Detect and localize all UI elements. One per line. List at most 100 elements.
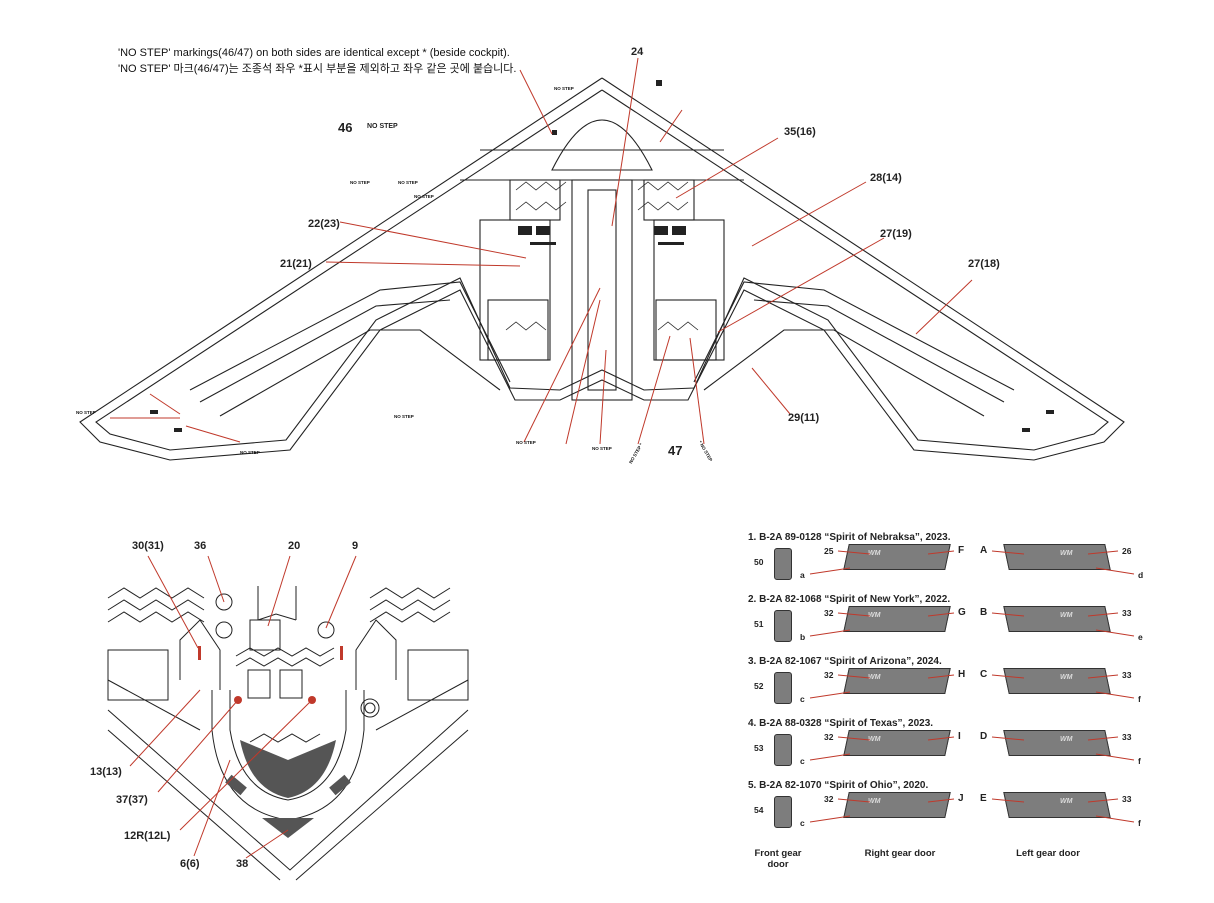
- no-step-mark: NO STEP: [350, 180, 370, 185]
- left-door-number: 33: [1122, 732, 1132, 742]
- no-step-mark: NO STEP: [414, 194, 434, 199]
- door-wm-mark: WM: [1060, 674, 1073, 681]
- right-gear-door: [843, 606, 951, 632]
- door-wm-mark: WM: [1060, 798, 1073, 805]
- callout-24: 24: [631, 46, 644, 58]
- front-gear-door: [774, 548, 792, 580]
- door-wm-mark: WM: [868, 612, 881, 619]
- no-step-label-46: NO STEP: [367, 123, 398, 130]
- right-gear-door: [843, 544, 951, 570]
- callout-38: 38: [236, 858, 249, 870]
- left-door-sub: f: [1138, 694, 1141, 704]
- right-door-number: 32: [824, 732, 834, 742]
- no-step-mark: NO STEP: [516, 440, 536, 445]
- caption-front-gear-door: Front gear door: [754, 848, 802, 870]
- front-gear-door: [774, 734, 792, 766]
- right-gear-door: [843, 730, 951, 756]
- right-door-number: 32: [824, 670, 834, 680]
- right-door-sub: c: [800, 694, 805, 704]
- callout-27-18: 27(18): [968, 258, 1000, 270]
- callout-46: 46: [338, 120, 353, 135]
- planform-diagram: [79, 57, 1125, 461]
- instruction-sheet: 'NO STEP' markings(46/47) on both sides …: [40, 30, 1180, 882]
- scheme-title: 2. B-2A 82-1068 “Spirit of New York”, 20…: [748, 594, 951, 605]
- callout-35-16: 35(16): [784, 126, 816, 138]
- front-gear-door: [774, 610, 792, 642]
- callout-30-31: 30(31): [132, 540, 164, 552]
- right-door-number: 32: [824, 794, 834, 804]
- left-door-letter: C: [980, 669, 988, 680]
- left-gear-door: [1003, 544, 1111, 570]
- door-wm-mark: WM: [1060, 550, 1073, 557]
- callout-21-21: 21(21): [280, 258, 312, 270]
- no-step-mark: NO STEP: [398, 180, 418, 185]
- callout-20: 20: [288, 540, 301, 552]
- left-door-letter: A: [980, 545, 988, 556]
- left-gear-door: [1003, 792, 1111, 818]
- no-step-mark: NO STEP: [394, 414, 414, 419]
- left-door-number: 26: [1122, 546, 1132, 556]
- left-door-letter: D: [980, 731, 988, 742]
- callout-47: 47: [668, 443, 683, 458]
- front-door-number: 51: [754, 619, 764, 629]
- left-door-number: 33: [1122, 608, 1132, 618]
- right-door-letter: J: [958, 793, 964, 804]
- right-door-sub: c: [800, 756, 805, 766]
- door-wm-mark: WM: [868, 798, 881, 805]
- left-door-sub: f: [1138, 818, 1141, 828]
- callout-13-13: 13(13): [90, 766, 122, 778]
- left-door-sub: f: [1138, 756, 1141, 766]
- callout-37-37: 37(37): [116, 794, 148, 806]
- right-door-letter: F: [958, 545, 965, 556]
- right-door-sub: b: [800, 632, 806, 642]
- no-step-mark: NO STEP: [240, 450, 260, 455]
- right-door-number: 32: [824, 608, 834, 618]
- callout-6-6: 6(6): [180, 858, 200, 870]
- left-door-sub: e: [1138, 632, 1143, 642]
- front-gear-door: [774, 672, 792, 704]
- cockpit-detail-diagram: [107, 555, 469, 881]
- door-wm-mark: WM: [868, 550, 881, 557]
- left-door-number: 33: [1122, 670, 1132, 680]
- front-door-number: 53: [754, 743, 764, 753]
- right-gear-door: [843, 792, 951, 818]
- right-door-letter: H: [958, 669, 966, 680]
- callout-12r-12l: 12R(12L): [124, 830, 171, 842]
- scheme-title: 1. B-2A 89-0128 “Spirit of Nebraksa”, 20…: [748, 532, 951, 543]
- right-door-letter: I: [958, 731, 961, 742]
- callout-22-23: 22(23): [308, 218, 340, 230]
- no-step-mark: NO STEP: [76, 410, 96, 415]
- scheme-title: 4. B-2A 88-0328 “Spirit of Texas”, 2023.: [748, 718, 934, 729]
- scheme-title: 5. B-2A 82-1070 “Spirit of Ohio”, 2020.: [748, 780, 929, 791]
- left-door-letter: B: [980, 607, 988, 618]
- left-gear-door: [1003, 606, 1111, 632]
- callout-27-19: 27(19): [880, 228, 912, 240]
- callout-29-11: 29(11): [788, 412, 820, 424]
- left-door-number: 33: [1122, 794, 1132, 804]
- no-step-mark: NO STEP: [592, 446, 612, 451]
- left-gear-door: [1003, 668, 1111, 694]
- note-korean: 'NO STEP' 마크(46/47)는 조종석 좌우 *표시 부분을 제외하고…: [118, 63, 517, 75]
- scheme-title: 3. B-2A 82-1067 “Spirit of Arizona”, 202…: [748, 656, 942, 667]
- caption-left-gear-door: Left gear door: [1016, 848, 1080, 859]
- caption-right-gear-door: Right gear door: [864, 848, 936, 859]
- right-door-number: 25: [824, 546, 834, 556]
- callout-28-14: 28(14): [870, 172, 902, 184]
- callout-9: 9: [352, 540, 359, 552]
- no-step-mark: NO STEP: [554, 86, 574, 91]
- right-door-letter: G: [958, 607, 966, 618]
- door-wm-mark: WM: [868, 736, 881, 743]
- front-door-number: 54: [754, 805, 764, 815]
- callout-36: 36: [194, 540, 207, 552]
- front-gear-door: [774, 796, 792, 828]
- right-door-sub: a: [800, 570, 805, 580]
- front-door-number: 50: [754, 557, 764, 567]
- right-door-sub: c: [800, 818, 805, 828]
- left-gear-door: [1003, 730, 1111, 756]
- door-wm-mark: WM: [868, 674, 881, 681]
- front-door-number: 52: [754, 681, 764, 691]
- note-english: 'NO STEP' markings(46/47) on both sides …: [118, 47, 510, 59]
- left-door-letter: E: [980, 793, 987, 804]
- door-wm-mark: WM: [1060, 736, 1073, 743]
- left-door-sub: d: [1138, 570, 1144, 580]
